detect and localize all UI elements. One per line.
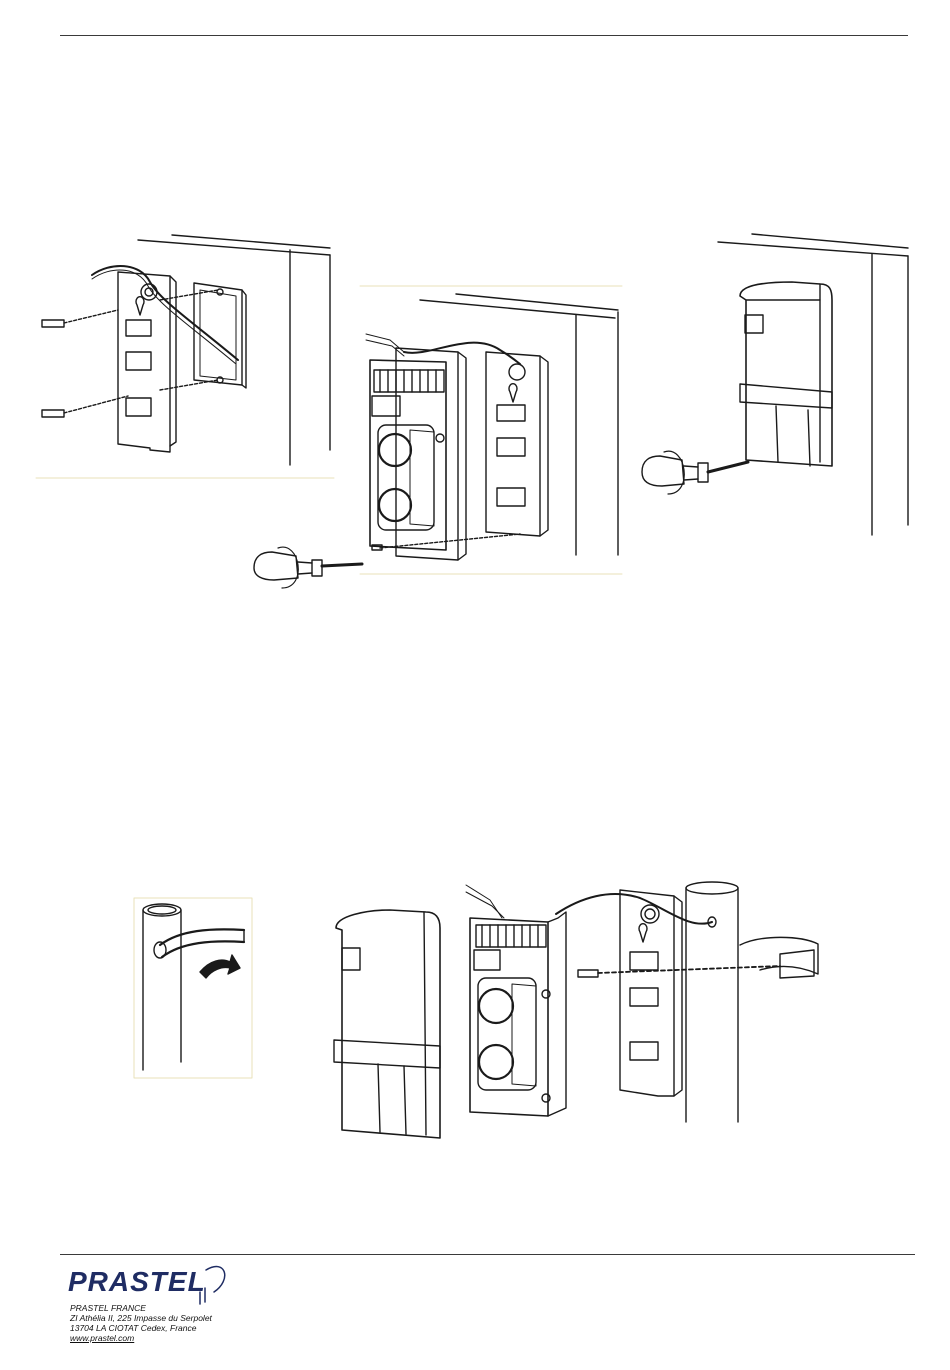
screw-icon	[42, 396, 128, 417]
website-link[interactable]: www.prastel.com	[70, 1333, 212, 1343]
wall-mount-step-unit	[254, 286, 622, 588]
pole-cable-detail	[134, 898, 252, 1078]
wall-mount-step-cover	[642, 234, 908, 535]
screw-icon	[578, 970, 598, 977]
pole-mount-exploded	[334, 882, 818, 1138]
prastel-logo: PRASTEL	[68, 1266, 206, 1298]
screwdriver-icon	[642, 456, 748, 486]
screw-icon	[42, 310, 118, 327]
screwdriver-icon	[254, 552, 362, 580]
company-address: PRASTEL FRANCE ZI Athélia II, 225 Impass…	[70, 1303, 212, 1343]
cable-arrow-icon	[200, 955, 240, 978]
address-line-1: ZI Athélia II, 225 Impasse du Serpolet	[70, 1313, 212, 1323]
wall-mount-step-base	[36, 235, 334, 478]
company-name: PRASTEL FRANCE	[70, 1303, 212, 1313]
footer-rule	[60, 1254, 915, 1255]
address-line-2: 13704 LA CIOTAT Cedex, France	[70, 1323, 212, 1333]
